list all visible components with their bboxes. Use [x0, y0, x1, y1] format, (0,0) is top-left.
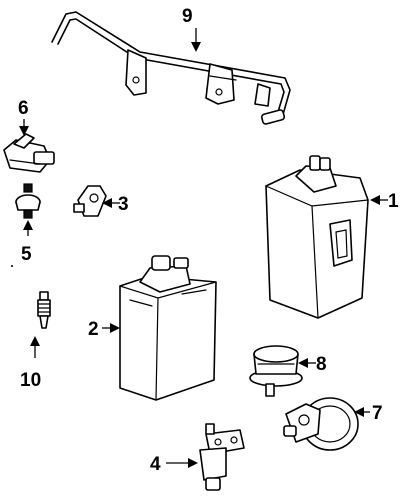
check-valve[interactable]: [15, 183, 41, 219]
callout-8: 8: [298, 354, 327, 375]
canister-small[interactable]: [119, 255, 217, 401]
bracket-sensor[interactable]: [199, 423, 245, 491]
svg-text:9: 9: [182, 6, 193, 27]
svg-text:3: 3: [118, 194, 129, 215]
svg-text:1: 1: [388, 191, 399, 212]
sensor-clip[interactable]: [73, 185, 107, 217]
sensor-upper[interactable]: [3, 133, 55, 173]
svg-text:8: 8: [316, 354, 327, 375]
svg-text:5: 5: [21, 244, 32, 265]
vapor-pipe-assembly[interactable]: [51, 11, 291, 125]
callout-5: 5: [21, 220, 33, 265]
callout-1: 1: [370, 191, 399, 212]
callout-7: 7: [354, 403, 383, 424]
svg-text:4: 4: [150, 454, 161, 475]
callout-3: 3: [102, 194, 129, 215]
callout-10: 10: [20, 336, 41, 391]
plug-sensor[interactable]: [37, 291, 51, 329]
svg-text:6: 6: [18, 98, 29, 119]
marker-dot: [11, 265, 13, 267]
callout-6: 6: [18, 98, 29, 136]
svg-text:7: 7: [372, 403, 383, 424]
callout-2: 2: [88, 319, 120, 340]
control-valve[interactable]: [249, 345, 303, 397]
svg-text:10: 10: [20, 370, 41, 391]
callout-9: 9: [182, 6, 201, 52]
callout-4: 4: [150, 454, 198, 475]
canister-large[interactable]: [265, 155, 369, 319]
vacuum-valve[interactable]: [283, 397, 359, 451]
svg-text:2: 2: [88, 319, 99, 340]
